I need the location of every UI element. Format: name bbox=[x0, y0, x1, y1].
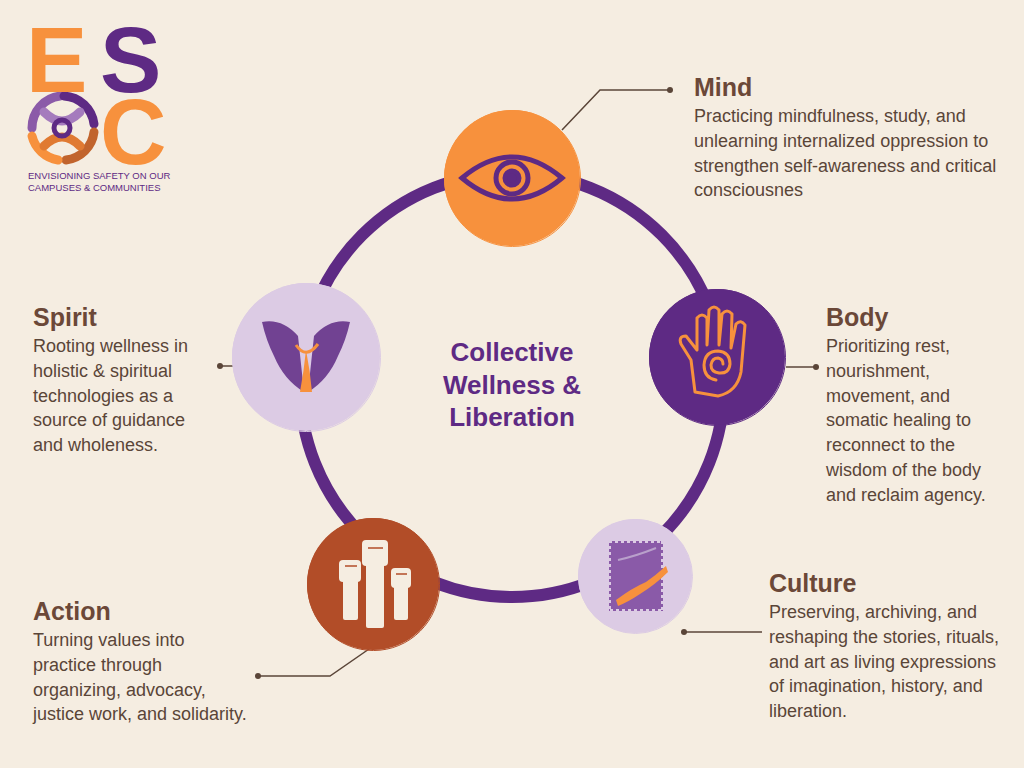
node-outline bbox=[444, 110, 581, 247]
node-circle bbox=[232, 283, 380, 431]
node-heading: Spirit bbox=[33, 302, 213, 332]
culture-disc bbox=[578, 519, 692, 633]
node-outline bbox=[307, 518, 440, 651]
logo-letter: C bbox=[100, 86, 164, 178]
node-description: Preserving, archiving, and reshaping the… bbox=[769, 600, 1014, 724]
node-heading: Action bbox=[33, 596, 248, 626]
node-outline bbox=[232, 283, 381, 432]
node-description: Rooting wellness in holistic & spiritual… bbox=[33, 334, 213, 458]
node-circle bbox=[649, 289, 785, 425]
node-circle bbox=[444, 110, 580, 246]
node-heading: Culture bbox=[769, 568, 1014, 598]
body-disc bbox=[649, 289, 785, 425]
logo-tagline: ENVISIONING SAFETY ON OUR CAMPUSES & COM… bbox=[28, 170, 208, 194]
hand-icon bbox=[680, 307, 745, 396]
node-outline bbox=[578, 519, 693, 634]
pillar-circle: MindPracticing mindfulness, study, and u… bbox=[444, 110, 581, 247]
logo-letter: E bbox=[26, 14, 85, 106]
node-circle bbox=[578, 519, 692, 633]
node-heading: Mind bbox=[694, 72, 999, 102]
mind-disc bbox=[444, 110, 580, 246]
leader-dots bbox=[217, 87, 819, 679]
leader-lines bbox=[220, 90, 816, 676]
node-outline bbox=[649, 289, 786, 426]
center-title: Collective Wellness & Liberation bbox=[412, 336, 612, 434]
pillar-circle: CulturePreserving, archiving, and reshap… bbox=[578, 519, 693, 634]
fists-icon bbox=[339, 540, 411, 628]
node-description: Practicing mindfulness, study, and unlea… bbox=[694, 104, 999, 203]
node-circle bbox=[307, 518, 439, 650]
spirit-disc bbox=[232, 283, 380, 431]
node-description: Prioritizing rest, nourishment, movement… bbox=[826, 334, 1016, 508]
pillar-circle: ActionTurning values into practice throu… bbox=[307, 518, 440, 651]
node-heading: Body bbox=[826, 302, 1016, 332]
eye-icon bbox=[462, 157, 562, 199]
spirit-icon bbox=[262, 321, 350, 392]
node-description: Turning values into practice through org… bbox=[33, 628, 248, 727]
pillar-circle: BodyPrioritizing rest, nourishment, move… bbox=[649, 289, 786, 426]
stamp-icon bbox=[609, 541, 668, 611]
action-disc bbox=[307, 518, 439, 650]
pillar-circle: SpiritRooting wellness in holistic & spi… bbox=[232, 283, 381, 432]
